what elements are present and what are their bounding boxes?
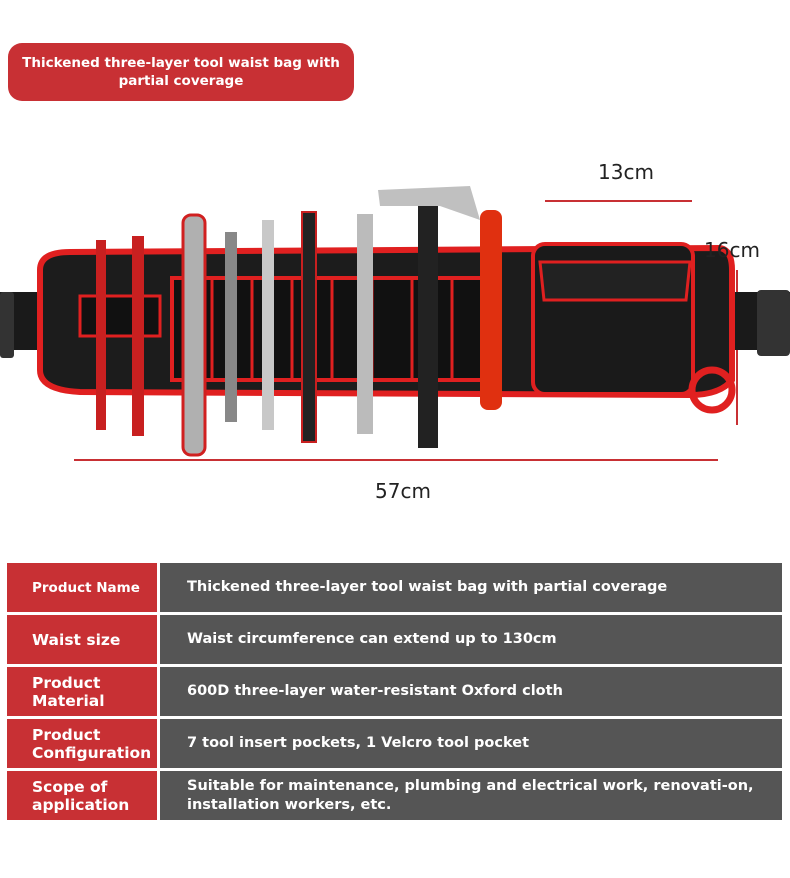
spec-label: Product Material	[7, 667, 157, 716]
screwdriver-2	[132, 236, 144, 436]
product-title-badge: Thickened three-layer tool waist bag wit…	[8, 43, 354, 101]
hammer-head	[378, 186, 480, 220]
screwdriver-1	[96, 240, 106, 430]
height-label: 16cm	[704, 238, 760, 262]
screwdriver-loop	[78, 294, 162, 338]
pipe-wrench	[225, 232, 237, 422]
length-label: 57cm	[375, 479, 431, 503]
spec-value: Suitable for maintenance, plumbing and e…	[160, 771, 782, 820]
spec-value: 600D three-layer water-resistant Oxford …	[160, 667, 782, 716]
spec-label: Product Name	[7, 563, 157, 612]
buckle-left	[0, 292, 14, 358]
spec-value: 7 tool insert pockets, 1 Velcro tool poc…	[160, 719, 782, 768]
ratchet-wrench	[181, 213, 207, 457]
hammer-handle	[418, 200, 438, 448]
buckle-right	[757, 290, 790, 356]
flat-screwdriver	[301, 211, 317, 443]
tool-bag-illustration	[0, 186, 790, 461]
spec-label: Scope of application	[7, 771, 157, 820]
tape-roll	[688, 366, 736, 414]
adjustable-wrench	[357, 214, 373, 434]
combination-wrench	[262, 220, 274, 430]
spec-value: Thickened three-layer tool waist bag wit…	[160, 563, 782, 612]
spec-label: Product Configuration	[7, 719, 157, 768]
pocket-flap	[538, 260, 692, 302]
spec-label: Waist size	[7, 615, 157, 664]
pliers	[480, 210, 502, 410]
width-label: 13cm	[598, 160, 654, 184]
spec-value: Waist circumference can extend up to 130…	[160, 615, 782, 664]
